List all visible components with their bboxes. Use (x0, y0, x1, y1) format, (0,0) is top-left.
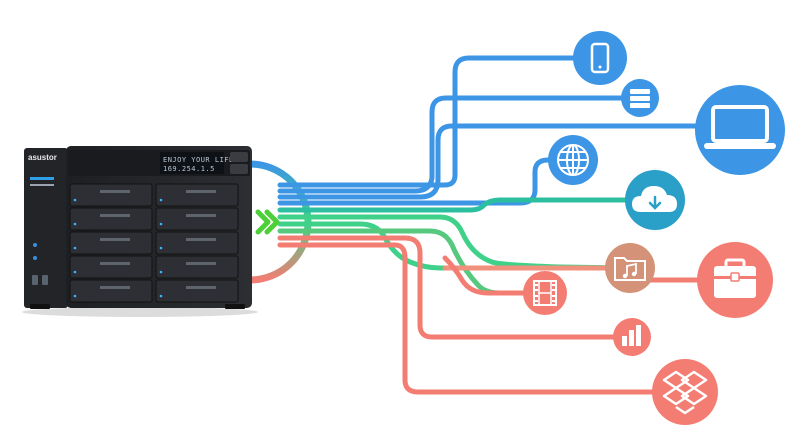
line-dropbox (277, 242, 688, 395)
node-laptop[interactable] (695, 85, 785, 175)
nas-device: ENJOY YOUR LIFE 169.254.1.5 asustor (22, 146, 258, 317)
line-server (277, 95, 643, 194)
cloud-download-icon (632, 186, 677, 212)
server-icon (630, 89, 650, 108)
film-icon (533, 280, 557, 306)
line-film-coral (442, 255, 548, 296)
node-server[interactable] (621, 79, 659, 117)
node-music[interactable] (605, 243, 655, 293)
briefcase-icon (714, 258, 756, 298)
node-smartphone[interactable] (573, 31, 627, 85)
node-globe[interactable] (548, 135, 598, 185)
line-laptop (277, 123, 743, 200)
node-briefcase[interactable] (697, 242, 773, 318)
drive-bays (69, 183, 239, 303)
chevron-right-icon (255, 209, 280, 235)
music-folder-icon (614, 257, 646, 281)
lcd-line1: ENJOY YOUR LIFE (163, 156, 234, 164)
line-music (277, 214, 633, 271)
dropbox-icon (662, 370, 708, 415)
lcd-line2: 169.254.1.5 (163, 165, 215, 173)
node-chart[interactable] (613, 318, 651, 356)
laptop-icon (704, 105, 776, 149)
bar-chart-icon (622, 325, 641, 346)
node-cloud[interactable] (625, 170, 685, 230)
line-cloud (277, 197, 658, 213)
line-chart (277, 235, 635, 340)
node-dropbox[interactable] (652, 359, 718, 425)
line-briefcase (277, 221, 623, 271)
node-film[interactable] (523, 271, 567, 315)
smartphone-icon (590, 42, 610, 74)
brand-logo: asustor (28, 153, 57, 162)
globe-icon (557, 144, 589, 176)
